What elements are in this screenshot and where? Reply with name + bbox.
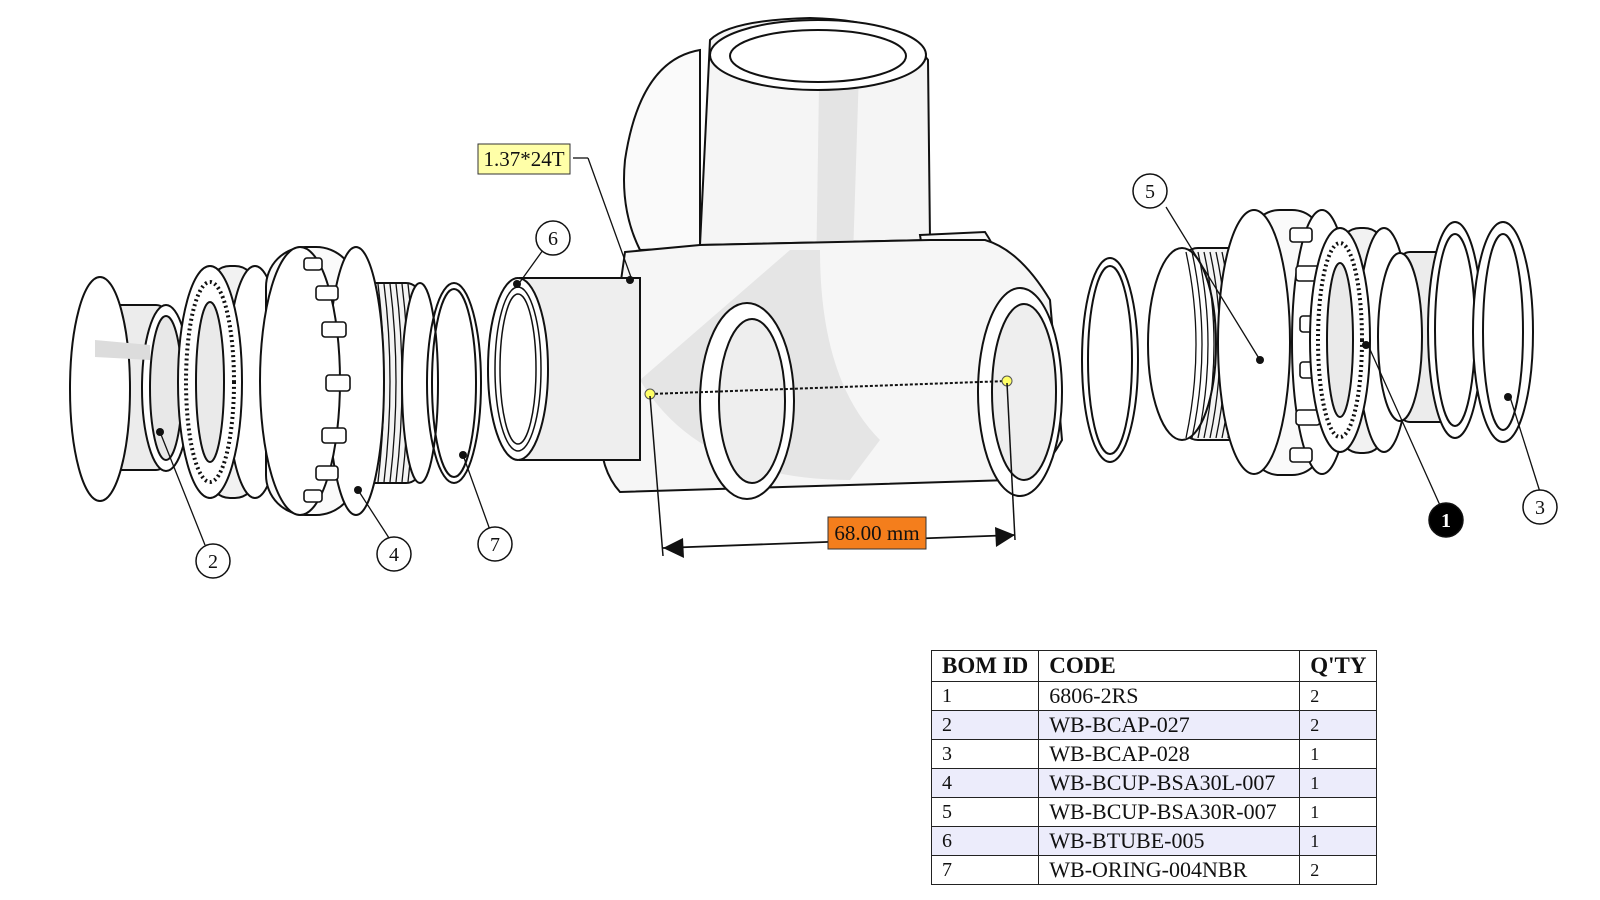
bom-row-id: 2	[930, 710, 1040, 740]
svg-text:1: 1	[1441, 510, 1451, 532]
bom-row[interactable]: 2 WB-BCAP-027 2	[930, 710, 1378, 740]
svg-text:68.00 mm: 68.00 mm	[834, 521, 919, 545]
bom-row-id: 6	[930, 826, 1040, 856]
bom-row[interactable]: 5 WB-BCUP-BSA30R-007 1	[930, 797, 1378, 827]
svg-text:1.37*24T: 1.37*24T	[483, 147, 564, 171]
svg-text:6: 6	[548, 228, 558, 250]
callout-7[interactable]: 7	[477, 526, 513, 562]
part-3-snap-ring[interactable]	[1472, 221, 1534, 443]
bom-row-code: WB-BCAP-027	[1038, 710, 1301, 740]
bom-row-code: WB-BCUP-BSA30R-007	[1038, 797, 1301, 827]
part-6-bracket-shell[interactable]	[487, 16, 1064, 500]
part-3-right-bearing-cap[interactable]	[1377, 221, 1483, 439]
bom-row-id: 7	[930, 855, 1040, 885]
bom-row-code: WB-BTUBE-005	[1038, 826, 1301, 856]
bom-row-id: 5	[930, 797, 1040, 827]
bom-row-id: 3	[930, 739, 1040, 769]
dimension-measurement	[644, 375, 1016, 558]
bom-header-row: BOM ID CODE Q'TY	[930, 650, 1378, 682]
bom-row-qty: 1	[1299, 826, 1378, 856]
part-7-left-o-ring[interactable]	[426, 282, 482, 484]
bom-row[interactable]: 3 WB-BCAP-028 1	[930, 739, 1378, 769]
part-7-right-o-ring[interactable]	[1081, 257, 1139, 463]
bom-row[interactable]: 1 6806-2RS 2	[930, 681, 1378, 711]
bom-row-qty: 2	[1299, 681, 1378, 711]
callout-4[interactable]: 4	[376, 536, 412, 572]
bom-row-id: 4	[930, 768, 1040, 798]
svg-text:4: 4	[389, 544, 399, 566]
bom-table: BOM ID CODE Q'TY 1 6806-2RS 2 2 WB-BCAP-…	[930, 650, 1378, 885]
bom-header-code: CODE	[1038, 650, 1301, 682]
svg-text:3: 3	[1535, 497, 1545, 519]
leader-lines	[159, 157, 1541, 546]
bom-row-code: WB-ORING-004NBR	[1038, 855, 1301, 885]
bom-row-code: 6806-2RS	[1038, 681, 1301, 711]
bom-row-qty: 2	[1299, 710, 1378, 740]
bom-row-qty: 1	[1299, 739, 1378, 769]
bom-header-qty: Q'TY	[1299, 650, 1378, 682]
bom-row-qty: 1	[1299, 797, 1378, 827]
thread-spec-label[interactable]: 1.37*24T	[477, 143, 571, 175]
bom-row[interactable]: 7 WB-ORING-004NBR 2	[930, 855, 1378, 885]
bom-row[interactable]: 4 WB-BCUP-BSA30L-007 1	[930, 768, 1378, 798]
svg-text:2: 2	[208, 551, 218, 573]
bom-header-id: BOM ID	[930, 650, 1040, 682]
bom-row-qty: 2	[1299, 855, 1378, 885]
callout-5[interactable]: 5	[1132, 173, 1168, 209]
leader-dots	[156, 428, 467, 494]
bom-row-code: WB-BCAP-028	[1038, 739, 1301, 769]
callout-1-highlighted[interactable]: 1	[1428, 502, 1464, 538]
callout-6[interactable]: 6	[535, 220, 571, 256]
bom-row[interactable]: 6 WB-BTUBE-005 1	[930, 826, 1378, 856]
bom-row-qty: 1	[1299, 768, 1378, 798]
bom-row-code: WB-BCUP-BSA30L-007	[1038, 768, 1301, 798]
part-4-left-cup[interactable]	[259, 246, 439, 516]
svg-text:5: 5	[1145, 181, 1155, 203]
bom-row-id: 1	[930, 681, 1040, 711]
callout-2[interactable]: 2	[195, 543, 231, 579]
callout-3[interactable]: 3	[1522, 489, 1558, 525]
dimension-value-label[interactable]: 68.00 mm	[827, 516, 927, 550]
svg-text:7: 7	[490, 534, 500, 556]
part-2-left-bearing-cap[interactable]	[69, 276, 191, 502]
